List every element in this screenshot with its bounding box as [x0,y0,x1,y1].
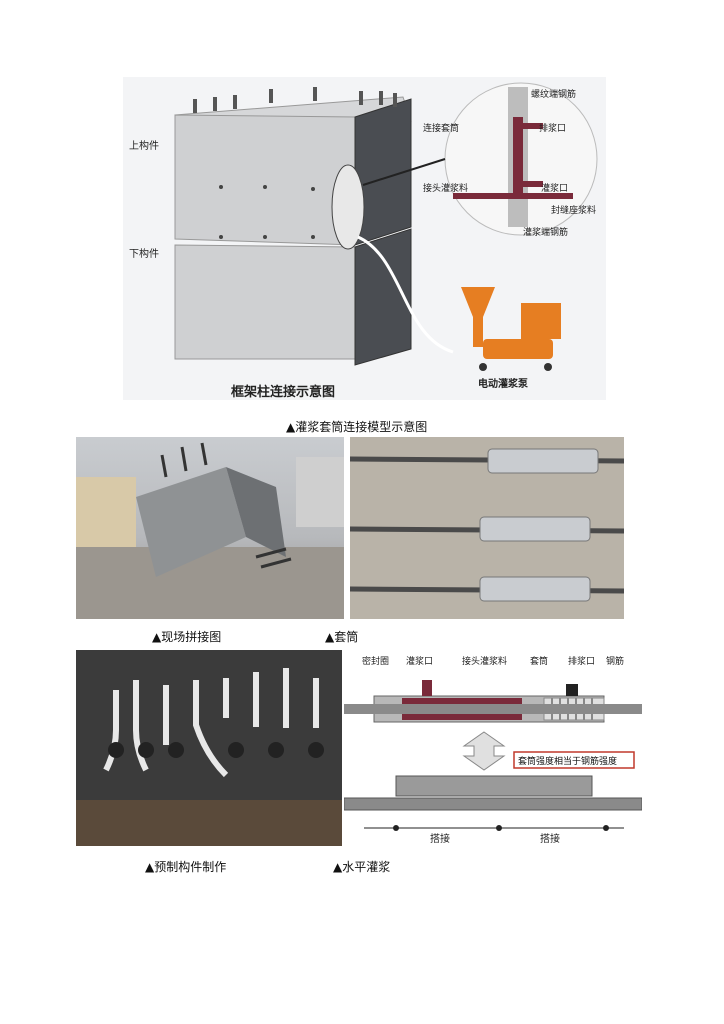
grout-hose [357,235,454,354]
label-thread-rebar: 螺纹端钢筋 [531,90,577,100]
label-inlet-port: 灌浆口 [406,657,434,667]
prefab-photo-sketch [76,668,342,846]
label-lap-left: 搭接 [430,834,450,845]
inlet-port [422,680,432,696]
callout-line [362,158,446,186]
photo-prefab [76,650,342,846]
outlet-port [566,684,578,696]
sleeve-photo-sketch [350,448,624,602]
label-lower-member: 下构件 [129,249,159,260]
label-sleeve: 套筒 [530,657,549,667]
label-inlet: 灌浆口 [541,184,569,194]
label-grout-end-rebar: 灌浆端钢筋 [523,228,569,238]
label-outlet: 排浆口 [539,124,567,134]
figure-grout-sleeve-model: 上构件 下构件 螺纹端钢筋 连接套筒 排浆口 接头灌浆料 灌浆口 封缝座浆料 灌… [123,77,606,400]
strength-note: 套筒强度相当于钢筋强度 [518,757,618,767]
strength-note-box [513,751,635,769]
detail-seal [453,193,573,199]
diagram-horizontal-grouting: 密封圈 灌浆口 接头灌浆料 套筒 排浆口 钢筋 套筒强度相当于钢筋强度 搭接 搭… [343,650,643,850]
lower-block-front [174,244,356,360]
figure-illustration [174,82,598,371]
detail-rebar [513,117,523,197]
detail-outlet-pipe [521,123,543,129]
horizontal-grouting-diagram [343,680,643,831]
label-sleeve: 连接套筒 [423,124,460,134]
cutout [331,164,365,250]
caption-prefab: ▲预制构件制作 [145,860,227,874]
label-seal-mortar: 封缝座浆料 [551,206,597,216]
figure-title: 框架柱连接示意图 [231,385,336,400]
lower-block-side [354,228,412,366]
label-seal-ring: 密封圈 [362,657,390,667]
detail-inlet-pipe [521,181,543,187]
site-photo-sketch [76,442,344,619]
caption-horizontal: ▲水平灌浆 [333,860,391,874]
label-grout-material: 接头灌浆料 [423,184,469,194]
caption-site: ▲现场拼接图 [152,630,222,644]
photo-sleeves [350,437,624,619]
upper-block-front [174,114,356,246]
label-lap-right: 搭接 [540,834,560,845]
pump-hopper [461,287,495,317]
pump-tank [521,303,561,339]
top-rebars [193,87,397,113]
pump-body [473,317,483,347]
label-rebar: 钢筋 [606,657,625,667]
pump-motor [483,339,553,359]
label-grout-material: 接头灌浆料 [462,657,508,667]
photo-site-assembly [76,437,344,619]
caption-model: ▲灌浆套筒连接模型示意图 [286,420,428,434]
label-outlet-port: 排浆口 [568,657,596,667]
caption-sleeve: ▲套筒 [325,630,359,644]
label-upper-member: 上构件 [129,141,159,152]
bolt-dots [219,185,315,239]
direction-arrow [462,731,506,771]
label-electric-pump: 电动灌浆泵 [478,379,528,390]
